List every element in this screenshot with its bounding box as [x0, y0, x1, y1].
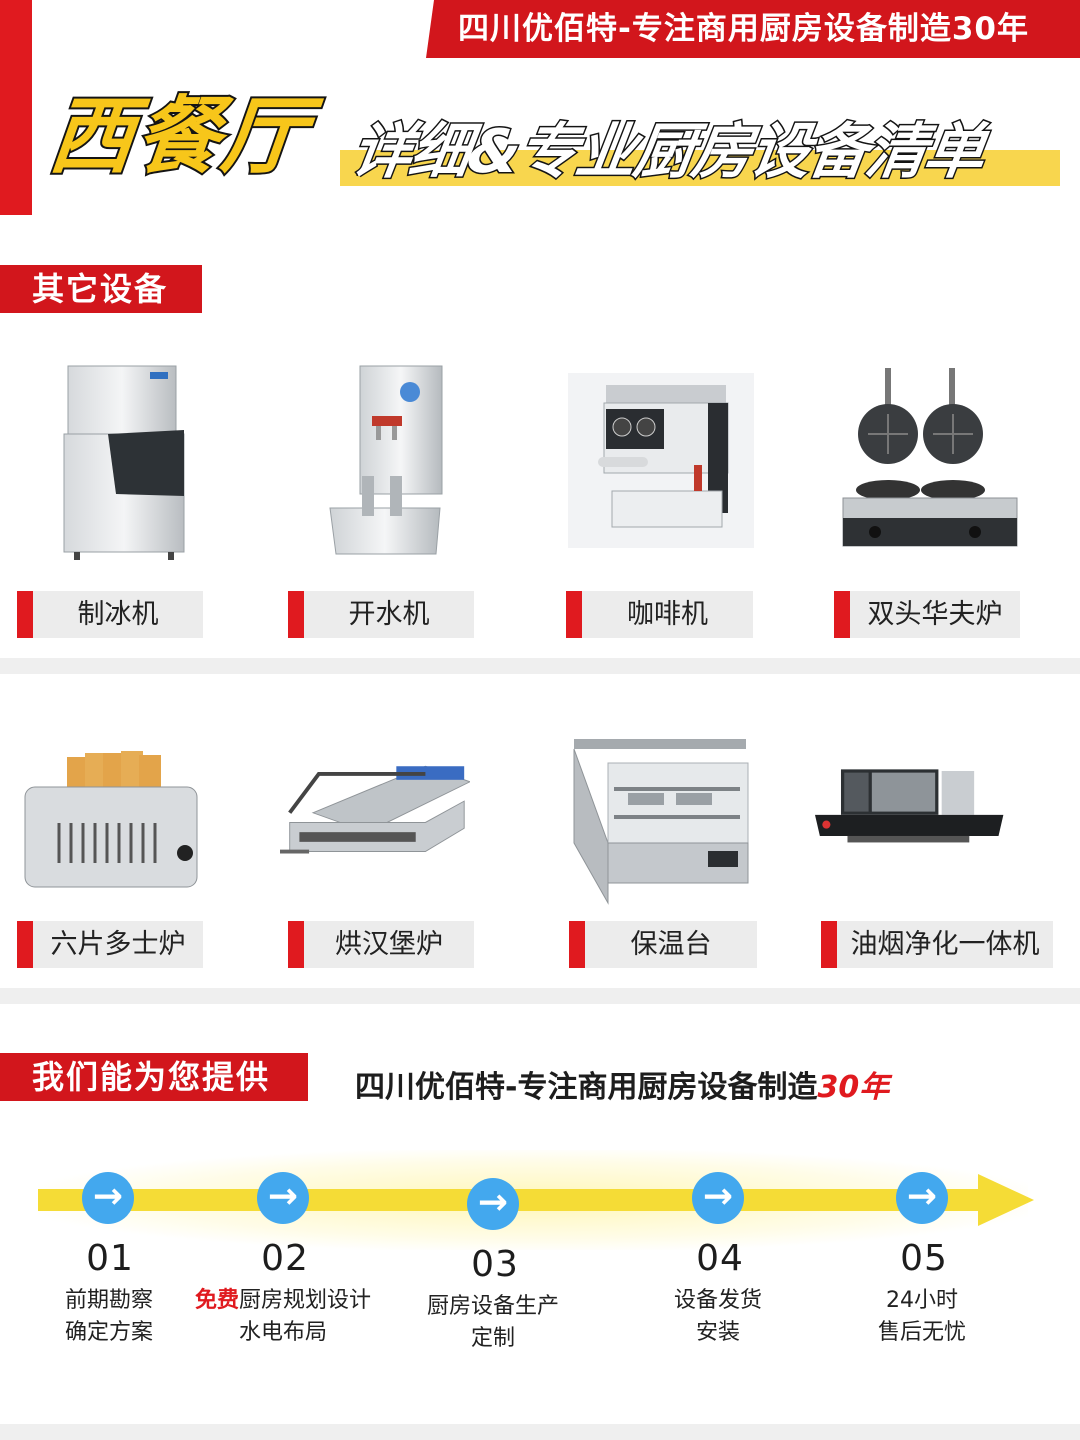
step-2-text: 免费厨房规划设计 水电布局 — [183, 1285, 383, 1349]
row-divider-1 — [0, 658, 1080, 674]
ice-machine-icon — [30, 355, 220, 565]
step-1-line2: 确定方案 — [64, 1320, 153, 1345]
company-banner: 四川优佰特-专注商用厨房设备制造30年 — [426, 0, 1080, 58]
row-divider-2 — [0, 988, 1080, 1004]
step-4-text: 设备发货 安装 — [618, 1285, 818, 1349]
step-4-number: 04 — [696, 1238, 744, 1279]
step-4-line1: 设备发货 — [673, 1288, 762, 1313]
product-label-waffle-maker: 双头华夫炉 — [834, 591, 1020, 638]
warming-display-icon — [566, 700, 756, 910]
step-2-line2: 水电布局 — [238, 1320, 327, 1345]
product-label-warming-display: 保温台 — [569, 921, 757, 968]
step-5-arrow-icon: → — [896, 1172, 948, 1224]
waffle-maker-icon — [835, 355, 1025, 565]
step-1-text: 前期勘察 确定方案 — [9, 1285, 209, 1349]
product-label-burger-toaster: 烘汉堡炉 — [288, 921, 474, 968]
toaster-icon — [15, 700, 205, 910]
fume-purifier-icon — [815, 700, 1005, 910]
step-2-number: 02 — [261, 1238, 309, 1279]
product-label-fume-purifier: 油烟净化一体机 — [821, 921, 1053, 968]
section-label-service: 我们能为您提供 — [0, 1053, 308, 1101]
step-3-number: 03 — [471, 1244, 519, 1285]
product-label-coffee-machine: 咖啡机 — [566, 591, 753, 638]
burger-toaster-icon — [280, 700, 470, 910]
step-3-arrow-icon: → — [467, 1178, 519, 1230]
water-boiler-icon — [290, 355, 480, 565]
product-label-toaster: 六片多士炉 — [17, 921, 203, 968]
step-2-line1: 厨房规划设计 — [239, 1288, 372, 1313]
product-label-water-boiler: 开水机 — [288, 591, 474, 638]
step-5-number: 05 — [900, 1238, 948, 1279]
coffee-machine-icon — [566, 355, 756, 565]
step-1-line1: 前期勘察 — [64, 1288, 153, 1313]
step-3-text: 厨房设备生产 定制 — [393, 1291, 593, 1355]
service-slogan: 四川优佰特-专注商用厨房设备制造30年 — [355, 1062, 889, 1106]
step-1-arrow-icon: → — [82, 1172, 134, 1224]
step-5-line2: 售后无忧 — [877, 1320, 966, 1345]
process-track-arrowhead — [978, 1174, 1034, 1226]
slogan-text: 四川优佰特-专注商用厨房设备制造 — [355, 1070, 818, 1105]
step-5-line1: 24小时 — [886, 1288, 958, 1313]
subtitle-highlight — [340, 150, 1060, 186]
step-4-arrow-icon: → — [692, 1172, 744, 1224]
footer-strip — [0, 1424, 1080, 1440]
step-2-highlight: 免费 — [194, 1288, 239, 1313]
step-5-text: 24小时 售后无忧 — [822, 1285, 1022, 1349]
page-subtitle: 详细&专业厨房设备清单 — [346, 116, 989, 189]
step-3-line2: 定制 — [470, 1326, 515, 1351]
page-title: 西餐厅 — [43, 85, 315, 187]
slogan-years: 30年 — [817, 1070, 890, 1105]
product-label-ice-machine: 制冰机 — [17, 591, 203, 638]
step-4-line2: 安装 — [695, 1320, 740, 1345]
step-1-number: 01 — [86, 1238, 134, 1279]
header-accent-bar — [0, 0, 32, 215]
step-3-line1: 厨房设备生产 — [426, 1294, 559, 1319]
step-2-arrow-icon: → — [257, 1172, 309, 1224]
section-label-other: 其它设备 — [0, 265, 202, 313]
